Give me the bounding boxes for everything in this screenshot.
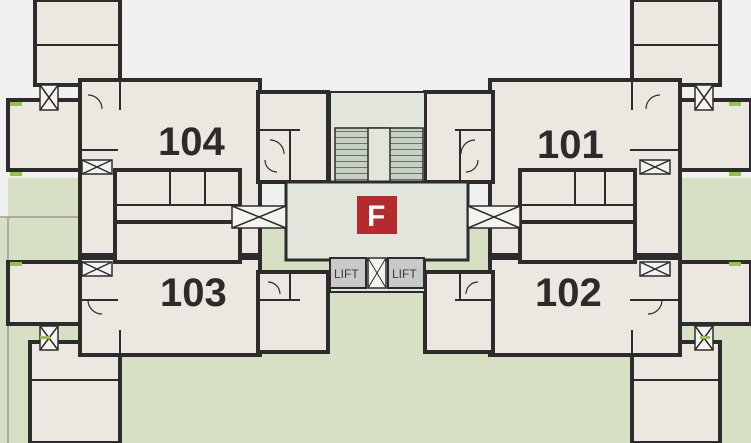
unit-101-door-swings (460, 94, 661, 173)
stair-well (367, 127, 391, 184)
unit-103-block (6, 220, 330, 443)
unit-104-label: 104 (158, 120, 225, 164)
unit-104-door-swings (87, 94, 285, 173)
unit-101-label: 101 (537, 123, 604, 167)
unit-102-block (423, 220, 751, 443)
unit-102-door-swings (465, 281, 663, 315)
window-markers (10, 102, 741, 339)
lift-left-label: LIFT (334, 267, 359, 281)
unit-104-fixtures (39, 84, 113, 175)
lift-right-label: LIFT (392, 267, 417, 281)
lobby-shafts (231, 205, 521, 229)
unit-102-label: 102 (535, 271, 602, 315)
unit-103-partitions (30, 272, 300, 381)
floor-badge-letter: F (367, 200, 385, 233)
unit-103-label: 103 (160, 271, 227, 315)
unit-101-fixtures (639, 84, 714, 175)
lift-left (329, 257, 367, 289)
floor-badge (357, 196, 397, 234)
unit-102-partitions (455, 272, 720, 381)
lift-right (387, 257, 425, 289)
unit-103-door-swings (87, 281, 281, 315)
unit-104-partitions (35, 44, 300, 206)
unit-101-partitions (455, 44, 720, 206)
